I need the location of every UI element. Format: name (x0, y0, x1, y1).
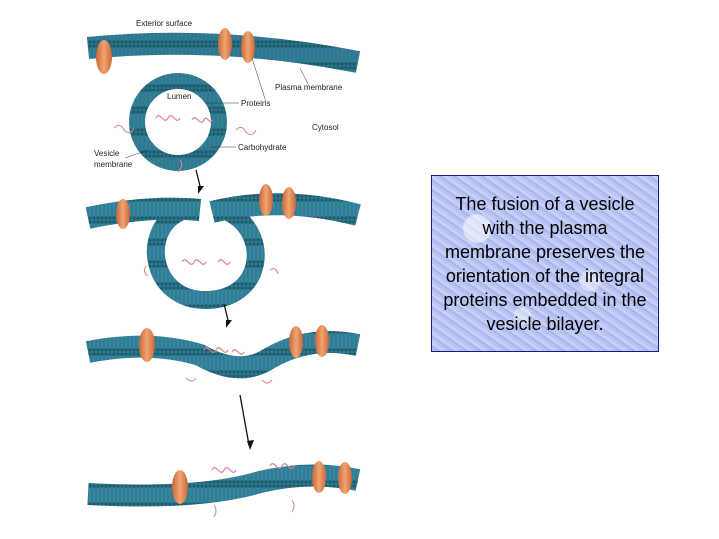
label-exterior-surface: Exterior surface (136, 19, 193, 28)
caption-text: The fusion of a vesicle with the plasma … (443, 193, 647, 334)
label-lumen: Lumen (167, 92, 191, 101)
protein-1a (96, 40, 112, 74)
protein-4c (338, 462, 352, 494)
protein-3a (139, 328, 155, 362)
stage-1: Exterior surface Lumen Proteins Plasma m… (86, 19, 361, 194)
protein-2b (259, 184, 273, 216)
caption-box: The fusion of a vesicle with the plasma … (431, 175, 659, 352)
label-vesicle-membrane-2: membrane (94, 160, 133, 169)
protein-2a (116, 199, 130, 229)
arrow-3 (239, 394, 250, 446)
stage-2 (85, 184, 361, 328)
label-cytosol: Cytosol (312, 123, 339, 132)
label-vesicle-membrane-1: Vesicle (94, 149, 120, 158)
label-carbohydrate: Carbohydrate (238, 143, 287, 152)
vesicle (129, 73, 227, 171)
protein-1b (218, 28, 232, 60)
protein-4b (312, 461, 326, 493)
stage-4 (87, 461, 361, 518)
carbohydrate-squiggle (155, 115, 181, 121)
label-plasma-membrane: Plasma membrane (275, 83, 343, 92)
protein-1c (241, 31, 255, 63)
stage-3 (85, 325, 361, 450)
protein-4a (172, 470, 188, 504)
protein-3c (315, 325, 329, 357)
protein-3b (289, 326, 303, 358)
protein-2c (282, 187, 296, 219)
label-proteins: Proteins (241, 99, 270, 108)
